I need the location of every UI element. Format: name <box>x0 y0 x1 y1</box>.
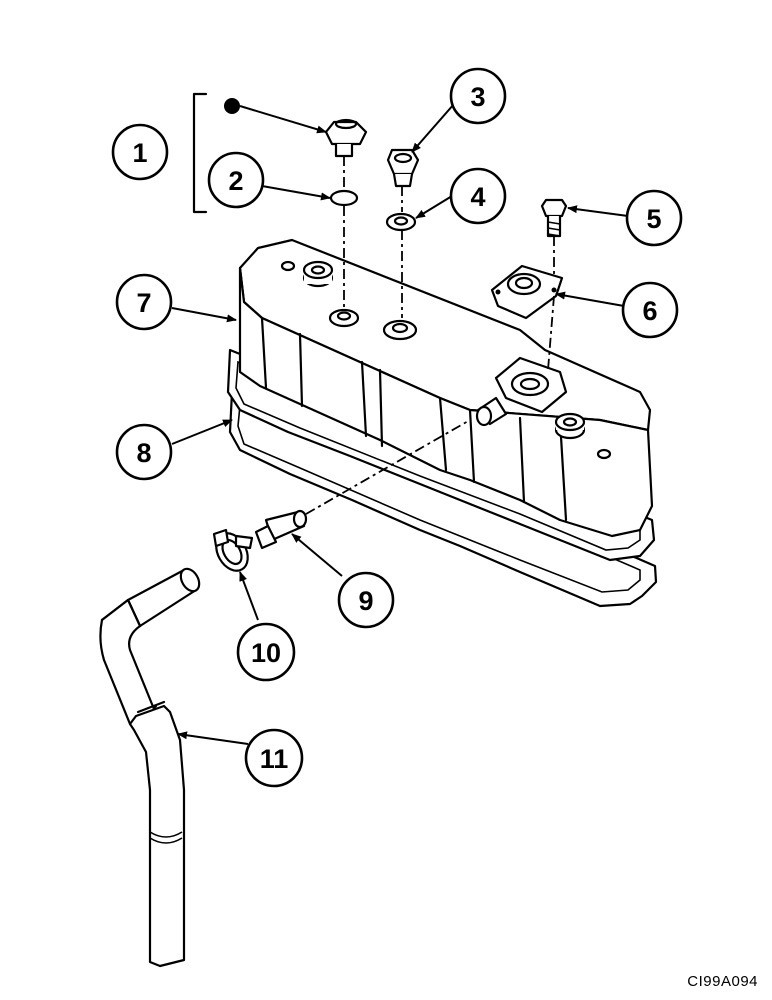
breather-plate <box>490 264 564 320</box>
callout-8: 8 <box>115 423 173 481</box>
bolt <box>540 198 568 238</box>
callout-5: 5 <box>625 189 683 247</box>
callout-8-label: 8 <box>136 438 151 468</box>
callout-9: 9 <box>337 571 395 629</box>
callout-3: 3 <box>449 67 507 125</box>
oil-filler-cap <box>324 118 368 158</box>
callout-7-label: 7 <box>136 288 151 318</box>
callout-4-label: 4 <box>470 182 485 212</box>
callout-2-label: 2 <box>228 166 243 196</box>
callout-2: 2 <box>207 151 265 209</box>
callout-11-label: 11 <box>260 744 289 774</box>
bracket-1 <box>192 92 208 214</box>
hose-clamp <box>212 528 254 572</box>
washer <box>385 212 417 232</box>
callout-7: 7 <box>115 273 173 331</box>
breather-hose <box>99 567 201 968</box>
callout-5-label: 5 <box>646 204 661 234</box>
bullet-dot <box>224 98 240 114</box>
callout-9-label: 9 <box>358 586 373 616</box>
callout-6: 6 <box>621 281 679 339</box>
callout-1-label: 1 <box>132 138 147 168</box>
callout-3-label: 3 <box>470 82 485 112</box>
o-ring <box>329 189 359 207</box>
figure-code: CI99A094 <box>687 973 758 990</box>
alignment-lines <box>305 156 555 515</box>
callout-10-label: 10 <box>251 638 281 668</box>
callout-10: 10 <box>236 622 296 682</box>
callout-11: 11 <box>244 728 304 788</box>
nut <box>386 148 420 188</box>
hose-fitting <box>254 509 308 550</box>
leader-arrows <box>171 103 629 745</box>
callout-6-label: 6 <box>642 296 657 326</box>
callout-4: 4 <box>449 167 507 225</box>
callout-1: 1 <box>111 123 169 181</box>
valve-cover <box>238 238 654 538</box>
